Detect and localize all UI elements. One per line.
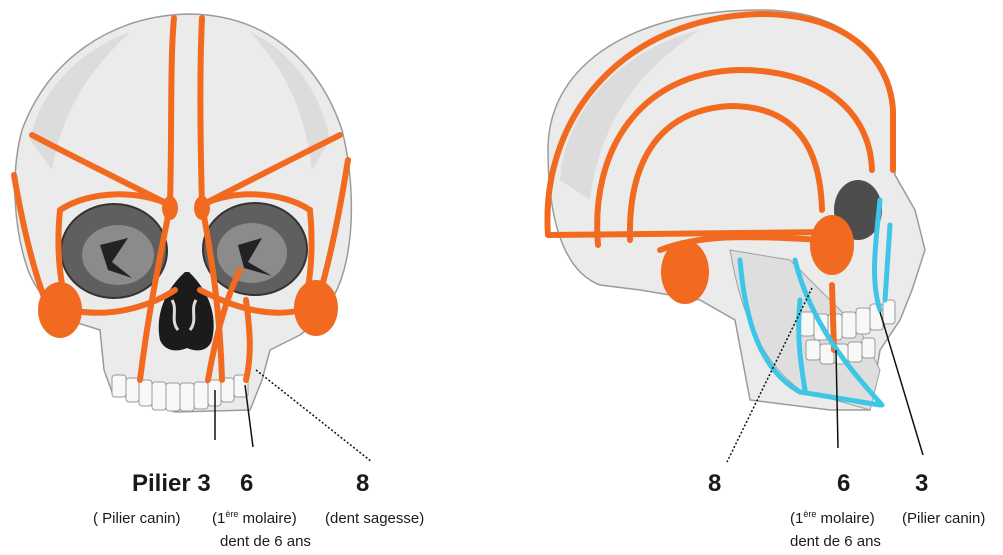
- leader-side-3: [880, 312, 923, 455]
- front-note-molaire: (1ère molaire): [212, 510, 297, 528]
- side-note-molaire: (1ère molaire): [790, 510, 875, 528]
- side-label-8: 8: [708, 472, 721, 496]
- side-label-6: 6: [837, 472, 850, 496]
- front-label-6: 6: [240, 472, 253, 496]
- front-note-dent-6-ans: dent de 6 ans: [220, 533, 311, 551]
- front-label-8: 8: [356, 472, 369, 496]
- front-note-pilier-canin: ( Pilier canin): [93, 510, 181, 528]
- front-label-pilier-3: Pilier 3: [132, 472, 211, 496]
- side-note-dent-6-ans: dent de 6 ans: [790, 533, 881, 551]
- front-note-dent-sagesse: (dent sagesse): [325, 510, 424, 528]
- side-skull: [547, 10, 925, 462]
- side-note-pilier-canin: (Pilier canin): [902, 510, 985, 528]
- leader-8: [256, 370, 372, 462]
- side-label-3: 3: [915, 472, 928, 496]
- front-skull: [14, 14, 372, 462]
